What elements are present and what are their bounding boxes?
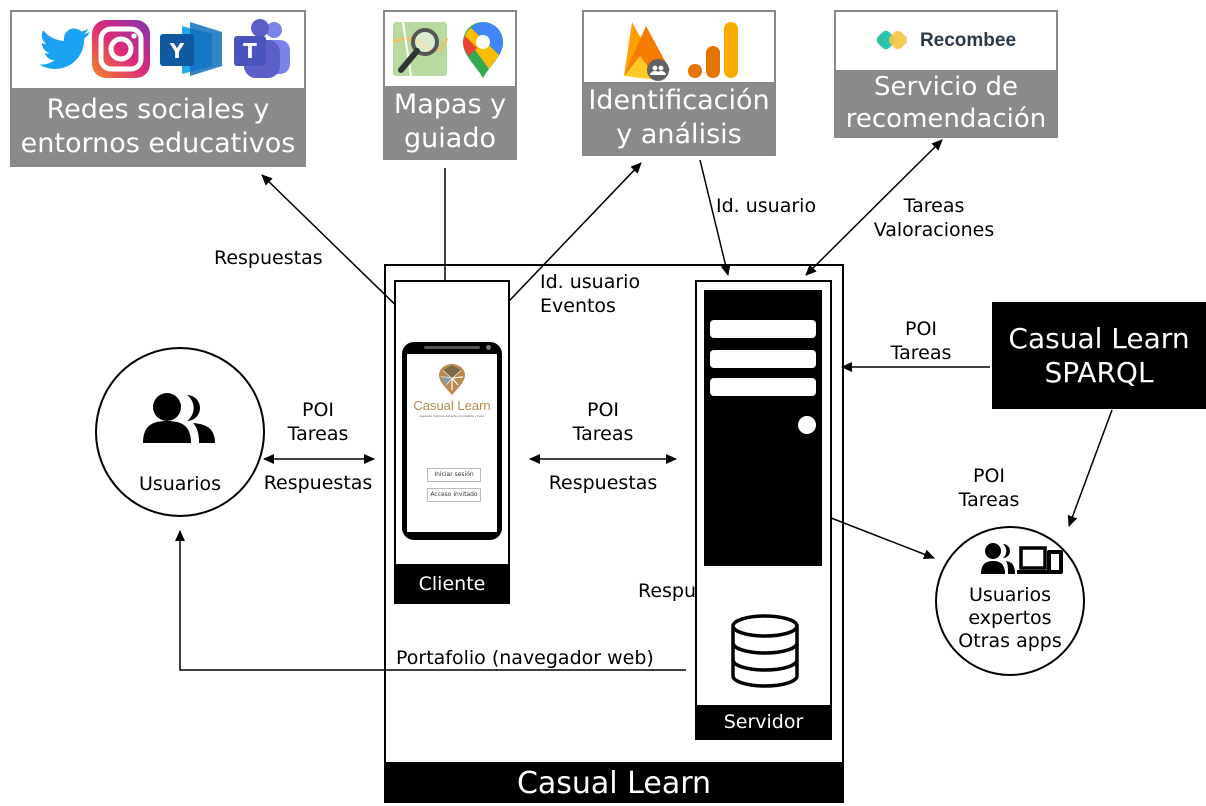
social-service-label: Redes sociales y entornos educativos (12, 88, 304, 165)
guest-access-button[interactable]: Acceso invitado (427, 488, 481, 502)
login-button[interactable]: Iniciar sesión (427, 468, 481, 482)
arrow-client-analytics (488, 162, 642, 323)
arrow-sparql-to-experts (1067, 409, 1113, 527)
openstreetmap-icon (392, 21, 449, 77)
client-label: Cliente (394, 564, 510, 604)
social-label-line1: Redes sociales y (46, 93, 270, 125)
label-users-client: POI Tareas Respuestas (256, 398, 380, 495)
label-tareas-valoraciones: Tareas Valoraciones (866, 194, 1002, 242)
label-poi-line: POI (904, 318, 938, 340)
phone-speaker (424, 346, 480, 349)
maps-service-box: Mapas y guiado (383, 10, 517, 160)
sparql-endpoint-node: Casual Learn SPARQL (992, 302, 1206, 409)
label-valoraciones-line: Valoraciones (873, 219, 995, 241)
analytics-label-line1: Identificación (588, 85, 770, 116)
arrow-server-to-experts (825, 515, 935, 560)
label-client-server: POI Tareas Respuestas (540, 398, 666, 495)
label-portfolio: Portafolio (navegador web) (396, 647, 654, 669)
recombee-icon (876, 30, 908, 50)
analytics-service-box: Identificación y análisis (582, 10, 776, 156)
social-label-line2: entornos educativos (20, 127, 296, 159)
maps-label-line2: guiado (404, 123, 496, 154)
server-drive-1 (710, 320, 816, 338)
sparql-label-line1: Casual Learn (1008, 321, 1190, 355)
arrow-server-recommend (805, 139, 943, 276)
social-service-box: Y T Redes sociales y entornos educativos (10, 10, 306, 167)
experts-node: Usuarios expertos Otras apps (935, 526, 1085, 676)
server-power-light (798, 416, 816, 434)
analytics-label-line2: y análisis (616, 119, 742, 150)
users-devices-icon (981, 543, 1063, 574)
label-id-usuario-server: Id. usuario (716, 195, 817, 217)
svg-text:Y: Y (169, 39, 185, 63)
maps-service-label: Mapas y guiado (385, 86, 515, 158)
recommend-label-line1: Servicio de (874, 72, 1018, 102)
svg-text:T: T (243, 39, 257, 63)
server-drive-2 (710, 350, 816, 368)
arrow-portfolio-to-users (175, 530, 686, 671)
label-poi-line: POI (972, 465, 1006, 487)
system-title-bar: Casual Learn (384, 762, 844, 803)
label-respuestas-social: Respuestas (214, 247, 323, 269)
users-icon (143, 393, 215, 443)
users-label: Usuarios (138, 473, 222, 495)
label-id-usuario-eventos: Id. usuario Eventos (540, 270, 640, 318)
label-tareas-line: Tareas (890, 342, 952, 364)
app-tagline: Aprende historia del arte en Castilla y … (419, 414, 485, 418)
server-label: Servidor (695, 705, 832, 740)
label-tareas-line: Tareas (958, 489, 1020, 511)
server-drive-3 (710, 378, 816, 396)
arrow-analytics-to-server (699, 159, 731, 276)
label-respuestas-line: Respuestas (263, 472, 373, 494)
recombee-logo-text: Recombee (919, 30, 1017, 51)
yammer-icon: Y (160, 22, 222, 76)
experts-label-line3: Otras apps (958, 630, 1062, 652)
app-name: Casual Learn (413, 398, 491, 413)
label-id-usuario-line: Id. usuario (540, 271, 641, 293)
label-poi-line: POI (301, 399, 335, 421)
maps-logos (385, 12, 515, 84)
recommend-label-line2: recomendación (845, 104, 1047, 134)
label-respuestas-line: Respuestas (548, 472, 658, 494)
analytics-service-label: Identificación y análisis (584, 82, 774, 154)
teams-icon: T (234, 19, 290, 78)
database-icon (731, 614, 799, 688)
server-tower (704, 290, 822, 566)
label-experts: POI Tareas (944, 464, 1034, 512)
label-sparql-server: POI Tareas (876, 317, 966, 365)
label-tareas-line: Tareas (287, 423, 349, 445)
firebase-icon (624, 22, 670, 81)
twitter-icon (39, 28, 90, 69)
analytics-logos (584, 12, 774, 84)
experts-label: Usuarios expertos Otras apps (937, 584, 1083, 653)
recombee-logo: Recombee (836, 12, 1056, 70)
phone-device: Casual Learn Aprende historia del arte e… (402, 342, 502, 540)
arrow-client-to-social (261, 174, 414, 323)
app-logo-icon (439, 364, 465, 395)
recommend-service-label: Servicio de recomendación (836, 70, 1056, 136)
users-node: Usuarios (95, 347, 265, 517)
maps-label-line1: Mapas y (393, 89, 507, 120)
social-logos: Y T (12, 12, 304, 84)
label-eventos-line: Eventos (540, 295, 616, 317)
label-tareas-line: Tareas (572, 423, 634, 445)
recommend-service-box: Recombee Servicio de recomendación (834, 10, 1058, 138)
sparql-label-line2: SPARQL (1044, 355, 1154, 389)
label-tareas-line: Tareas (903, 195, 965, 217)
label-poi-line: POI (586, 399, 620, 421)
experts-label-line2: expertos (968, 607, 1052, 629)
phone-camera (486, 345, 491, 350)
instagram-icon (92, 20, 150, 78)
google-maps-icon (463, 22, 503, 78)
experts-label-line1: Usuarios (968, 584, 1052, 606)
google-analytics-icon (688, 22, 738, 78)
phone-screen: Casual Learn Aprende historia del arte e… (407, 354, 497, 532)
